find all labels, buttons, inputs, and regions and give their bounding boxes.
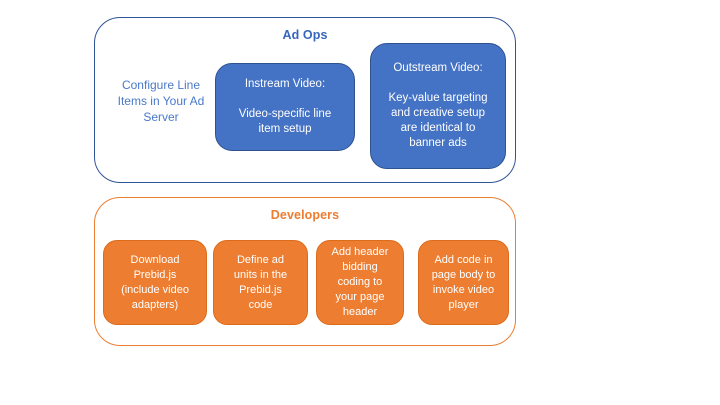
step-box-define-ad-units: Define ad units in the Prebid.js code <box>213 240 308 325</box>
step-box-page-body-invoke-player: Add code in page body to invoke video pl… <box>418 240 509 325</box>
step-box-download-prebid: Download Prebid.js (include video adapte… <box>103 240 207 325</box>
developers-group-title: Developers <box>270 208 340 222</box>
ad-ops-group: Ad Ops Configure Line Items in Your Ad S… <box>94 17 516 183</box>
instream-video-box: Instream Video: Video-specific line item… <box>215 63 355 151</box>
outstream-video-box: Outstream Video: Key-value targeting and… <box>370 43 506 169</box>
configure-line-items-note: Configure Line Items in Your Ad Server <box>117 78 205 124</box>
developers-group: Developers Download Prebid.js (include v… <box>94 197 516 346</box>
step-box-header-bidding-code: Add header bidding coding to your page h… <box>316 240 404 325</box>
ad-ops-group-title: Ad Ops <box>282 28 328 42</box>
